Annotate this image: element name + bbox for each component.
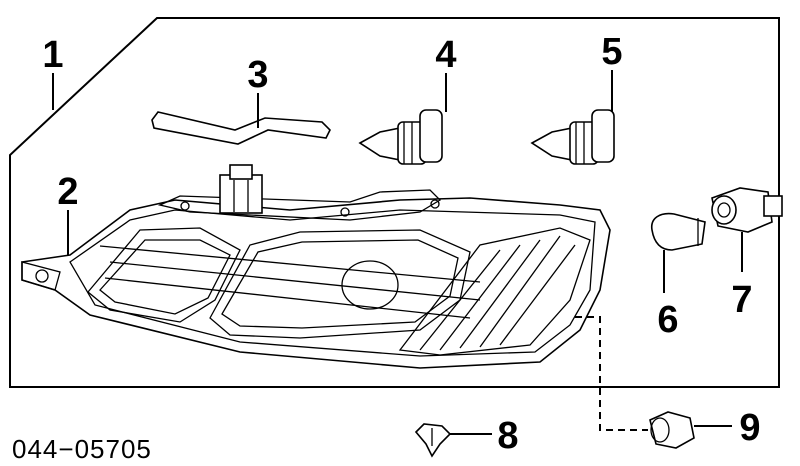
grommet-9 bbox=[649, 411, 695, 449]
headlamp-housing bbox=[21, 164, 611, 369]
assembly-frame bbox=[9, 17, 780, 388]
headlamp-bulb-4 bbox=[358, 109, 443, 165]
headlamp-bulb-5 bbox=[530, 109, 615, 165]
callout-4: 4 bbox=[435, 34, 456, 76]
bulb-socket bbox=[711, 187, 783, 233]
callout-7: 7 bbox=[731, 279, 752, 321]
callout-1: 1 bbox=[42, 34, 63, 76]
callout-9: 9 bbox=[739, 407, 760, 449]
harness-part bbox=[151, 111, 331, 145]
callout-2: 2 bbox=[57, 171, 78, 213]
leader-lines bbox=[52, 70, 743, 435]
callout-8: 8 bbox=[497, 415, 518, 457]
side-marker-bulb bbox=[650, 212, 706, 251]
clip-8 bbox=[414, 423, 452, 458]
callout-5: 5 bbox=[601, 31, 622, 73]
part-code: 044−05705 bbox=[12, 434, 152, 464]
callout-3: 3 bbox=[247, 54, 268, 96]
callout-6: 6 bbox=[657, 299, 678, 341]
